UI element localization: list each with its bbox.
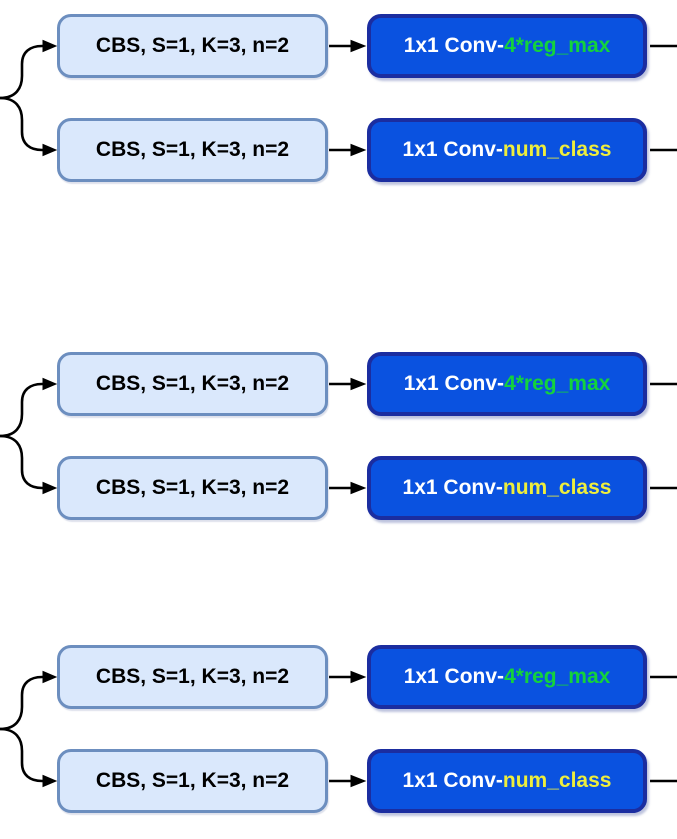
arrowhead (350, 39, 367, 53)
conv-num-class-box: 1x1 Conv-num_class (367, 118, 647, 182)
cbs-box: CBS, S=1, K=3, n=2 (57, 749, 328, 813)
arrowhead (350, 143, 367, 157)
conv-prefix-label: 1x1 Conv- (403, 372, 505, 395)
arrowhead (42, 774, 58, 788)
cbs-box: CBS, S=1, K=3, n=2 (57, 118, 328, 182)
arrowhead (42, 143, 58, 157)
cbs-box-label: CBS, S=1, K=3, n=2 (95, 138, 290, 161)
conv-prefix-label: 1x1 Conv- (403, 665, 505, 688)
cbs-box-label: CBS, S=1, K=3, n=2 (95, 34, 290, 57)
arrowhead (42, 481, 58, 495)
mid-arrow (329, 377, 367, 495)
cbs-box-label: CBS, S=1, K=3, n=2 (95, 372, 290, 395)
conv-reg-max-box: 1x1 Conv-4*reg_max (367, 14, 647, 78)
arrowhead (350, 670, 367, 684)
conv-num-class-box: 1x1 Conv-num_class (367, 749, 647, 813)
conv-prefix-label: 1x1 Conv- (403, 34, 505, 57)
conv-prefix-label: 1x1 Conv- (402, 138, 503, 161)
conv-reg-max-box: 1x1 Conv-4*reg_max (367, 352, 647, 416)
arrowhead (350, 377, 367, 391)
arrowhead (42, 39, 58, 53)
arrowhead (42, 377, 58, 391)
conv-reg-max-box: 1x1 Conv-4*reg_max (367, 645, 647, 709)
reg-max-label: 4*reg_max (504, 372, 611, 395)
conv-prefix-label: 1x1 Conv- (402, 476, 503, 499)
reg-max-label: 4*reg_max (504, 665, 611, 688)
fork-connector (0, 377, 58, 495)
exit-line (650, 382, 677, 490)
cbs-box: CBS, S=1, K=3, n=2 (57, 14, 328, 78)
num-class-label: num_class (502, 138, 612, 161)
cbs-box-label: CBS, S=1, K=3, n=2 (95, 476, 290, 499)
cbs-box: CBS, S=1, K=3, n=2 (57, 352, 328, 416)
num-class-label: num_class (502, 769, 612, 792)
arrowhead (350, 481, 367, 495)
cbs-box: CBS, S=1, K=3, n=2 (57, 645, 328, 709)
cbs-box-label: CBS, S=1, K=3, n=2 (95, 665, 290, 688)
exit-line (650, 675, 677, 783)
cbs-box-label: CBS, S=1, K=3, n=2 (95, 769, 290, 792)
conv-prefix-label: 1x1 Conv- (402, 769, 503, 792)
mid-arrow (329, 670, 367, 788)
conv-num-class-box: 1x1 Conv-num_class (367, 456, 647, 520)
fork-connector (0, 670, 58, 788)
arrowhead (350, 774, 367, 788)
mid-arrow (329, 39, 367, 157)
arrowhead (42, 670, 58, 684)
fork-connector (0, 39, 58, 157)
reg-max-label: 4*reg_max (504, 34, 611, 57)
num-class-label: num_class (502, 476, 612, 499)
exit-line (650, 44, 677, 152)
cbs-box: CBS, S=1, K=3, n=2 (57, 456, 328, 520)
